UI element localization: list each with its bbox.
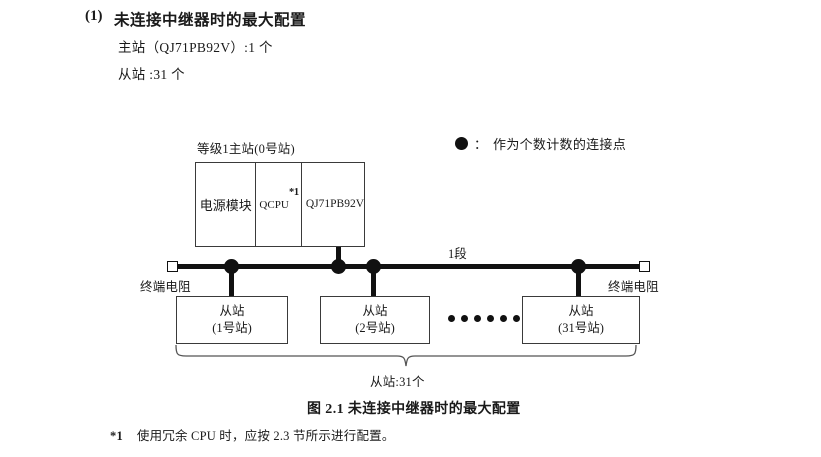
connection-point-slave1 (224, 259, 239, 274)
segment-label: 1段 (448, 247, 467, 261)
slave-31-title: 从站 (568, 304, 594, 319)
master-module-line2: PB92V (330, 198, 364, 211)
filled-circle-icon (455, 137, 468, 150)
figure-caption: 图 2.1 未连接中继器时的最大配置 (307, 402, 521, 417)
power-module-cell: 电源模块 (196, 163, 257, 246)
terminator-left-label: 终端电阻 (140, 280, 191, 294)
drop-line-slave1 (229, 268, 234, 297)
terminator-right-label: 终端电阻 (608, 280, 659, 294)
master-module-line1: QJ71 (305, 198, 331, 211)
spec-slave-station: 从站 :31 个 (118, 67, 185, 82)
slave-box-1: 从站 (1号站) (176, 296, 288, 344)
slave-1-title: 从站 (219, 304, 245, 319)
drop-line-slave2 (371, 268, 376, 297)
terminator-left-icon (167, 261, 178, 272)
footnote-marker: *1 (110, 429, 123, 443)
slave-box-31: 从站 (31号站) (522, 296, 640, 344)
master-station-caption: 等级1主站(0号站) (197, 142, 295, 156)
terminator-right-icon (639, 261, 650, 272)
slave-1-station: (1号站) (212, 321, 252, 335)
slave-box-2: 从站 (2号站) (320, 296, 430, 344)
slave-2-title: 从站 (362, 304, 388, 319)
slave-count-label: 从站:31个 (370, 375, 425, 389)
legend: ： 作为个数计数的连接点 (455, 134, 626, 153)
legend-label: 作为个数计数的连接点 (493, 137, 627, 152)
footnote: *1 使用冗余 CPU 时，应按 2.3 节所示进行配置。 (110, 425, 395, 444)
connection-point-slave31 (571, 259, 586, 274)
footnote-text: 使用冗余 CPU 时，应按 2.3 节所示进行配置。 (136, 429, 395, 443)
spec-master-station: 主站（QJ71PB92V）:1 个 (118, 40, 273, 55)
slave-2-station: (2号站) (355, 321, 395, 335)
slave-31-station: (31号站) (558, 321, 604, 335)
heading-number: (1) (85, 8, 103, 24)
ellipsis-dot (448, 315, 455, 322)
master-station-rack: 电源模块 QCPU *1 QJ71 PB92V (195, 162, 365, 247)
drop-line-slave31 (576, 268, 581, 297)
slave-count-brace (175, 345, 637, 367)
master-drop-line (336, 247, 341, 267)
ellipsis-dot (461, 315, 468, 322)
connection-point-slave2 (366, 259, 381, 274)
qcpu-footnote-marker: *1 (288, 187, 299, 198)
qcpu-cell: QCPU *1 (256, 163, 302, 246)
master-module-cell: QJ71 PB92V (302, 163, 364, 246)
ellipsis-dots (448, 315, 520, 322)
connection-point-master (331, 259, 346, 274)
ellipsis-dot (474, 315, 481, 322)
ellipsis-dot (500, 315, 507, 322)
ellipsis-dot (513, 315, 520, 322)
legend-colon: ： (474, 137, 488, 152)
qcpu-label: QCPU (259, 198, 289, 211)
ellipsis-dot (487, 315, 494, 322)
page-title: 未连接中继器时的最大配置 (114, 12, 307, 29)
trunk-bus-line (176, 264, 642, 269)
